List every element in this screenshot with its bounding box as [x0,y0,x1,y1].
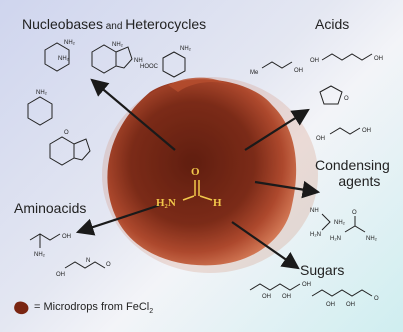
microdrop-blob-lobe [168,77,232,92]
svg-text:NH₂: NH₂ [112,42,124,48]
label-nucleobases-main: Nucleobases [22,16,103,32]
label-aminoacids: Aminoacids [14,200,87,216]
label-nucleobases: Nucleobases and Heterocycles [22,16,206,32]
svg-text:OH: OH [316,136,325,142]
svg-text:O: O [374,296,379,302]
arrow-to-aminoacids [75,203,161,236]
label-nucleobases-and: and [102,21,126,32]
svg-text:OH: OH [302,282,311,288]
sugar-labels: OH OH OH OH OH O [262,282,379,308]
microdrop-blob [107,79,297,266]
svg-text:H₂N: H₂N [330,236,341,242]
aminoacid-labels: OH NH₂ OH N O [34,234,111,278]
svg-text:OH: OH [374,56,383,62]
microdrop-blob-halo [102,77,318,273]
svg-text:OH: OH [56,272,65,278]
aminoacid-structures [29,233,106,269]
svg-text:OH: OH [310,58,319,64]
svg-text:O: O [344,96,349,102]
svg-text:NH: NH [134,58,143,64]
svg-text:OH: OH [62,234,71,240]
svg-text:N: N [86,258,90,264]
sugar-structures [249,283,373,297]
legend-text-subscript: 2 [149,308,154,316]
svg-text:OH: OH [294,68,303,74]
svg-text:NH: NH [310,208,319,214]
label-acids: Acids [315,16,350,32]
svg-text:Me: Me [250,70,259,76]
svg-text:OH: OH [362,128,371,134]
arrow-to-nucleobases [90,78,176,151]
acid-structures [261,53,373,135]
formamide-h: H [213,197,222,209]
svg-text:NH₂: NH₂ [334,220,346,226]
formamide-h2n: H₂N [156,197,176,209]
nucleobase-labels: NH₂ NH₂ NH₂ NH NH₂ HOOC NH₂ O [36,40,192,136]
legend-text: = Microdrops from FeCl2 [34,301,153,315]
label-condensing: Condensing agents [315,157,390,189]
svg-text:NH₂: NH₂ [34,252,46,258]
svg-text:OH: OH [326,302,335,308]
formamide-structure: O H₂N H [156,166,222,209]
condensing-labels: NH NH₂ H₂N O H₂N NH₂ [310,208,378,242]
svg-text:NH₂: NH₂ [366,236,378,242]
svg-text:NH₂: NH₂ [36,90,48,96]
arrow-to-condensing [254,180,321,199]
label-condensing-line1: Condensing [315,157,390,173]
condensing-structures [321,213,366,233]
acid-labels: Me OH OH OH O OH OH [250,56,383,142]
legend: = Microdrops from FeCl2 [12,300,153,316]
microdrop-legend-icon [14,301,29,315]
nucleobase-structures [27,42,186,166]
svg-text:HOOC: HOOC [140,64,159,70]
arrow-to-sugars [231,221,300,270]
arrow-to-acids [244,108,310,151]
svg-text:O: O [64,130,69,136]
svg-text:OH: OH [282,294,291,300]
svg-text:NH₂: NH₂ [58,56,70,62]
label-sugars: Sugars [300,262,345,278]
svg-text:OH: OH [262,294,271,300]
svg-text:NH₂: NH₂ [64,40,76,46]
svg-text:OH: OH [346,302,355,308]
svg-text:O: O [352,210,357,216]
svg-text:H₂N: H₂N [310,232,321,238]
svg-text:NH₂: NH₂ [180,46,192,52]
label-condensing-line2: agents [338,173,381,189]
legend-text-main: = Microdrops from FeCl [34,300,150,313]
formamide-o: O [191,166,200,178]
svg-text:O: O [106,262,111,268]
label-heterocycles: Heterocycles [125,16,207,32]
